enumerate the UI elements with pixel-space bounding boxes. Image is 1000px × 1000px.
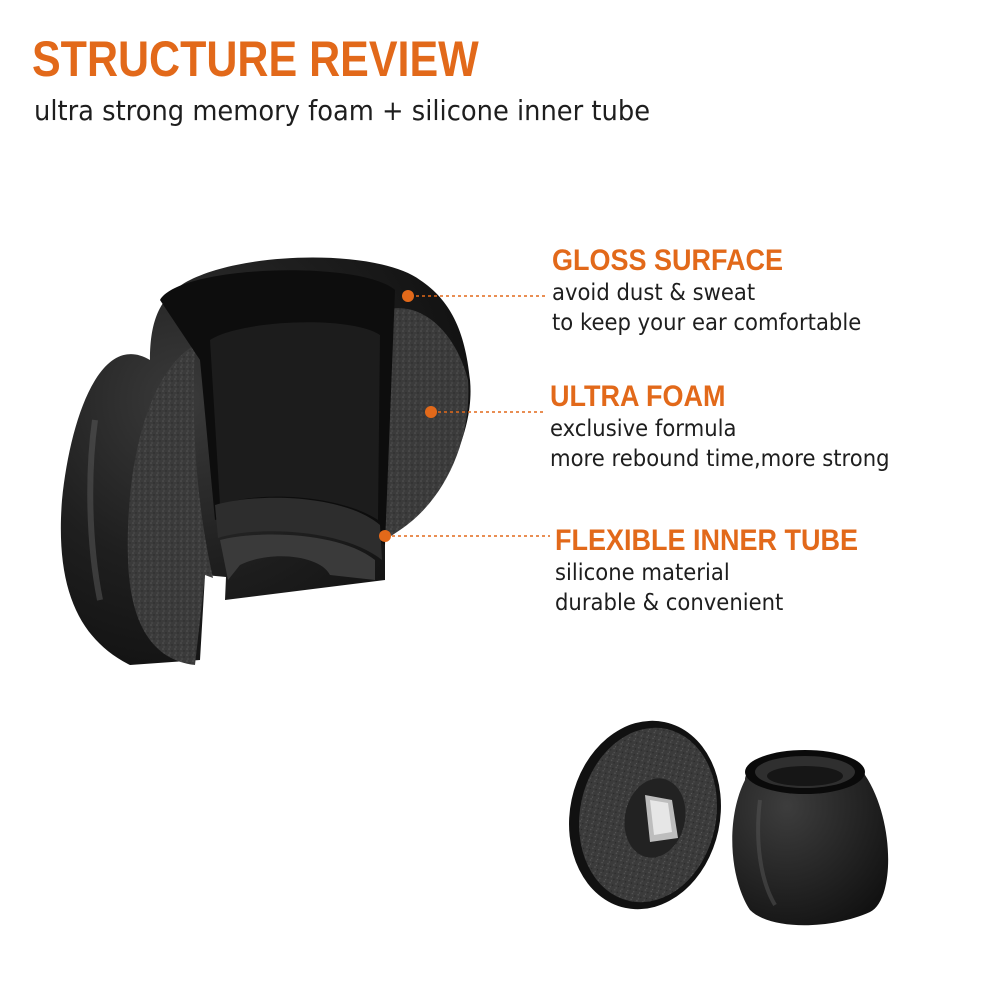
eartip-side	[732, 750, 889, 926]
foam-section-right	[385, 308, 469, 540]
callout-dot-tube	[379, 530, 391, 542]
feature-title: FLEXIBLE INNER TUBE	[555, 524, 859, 557]
cutaway-eartip	[60, 257, 471, 665]
feature-line: exclusive formula	[550, 416, 737, 442]
feature-line: more rebound time,more strong	[550, 446, 890, 472]
page-title: STRUCTURE REVIEW	[32, 31, 479, 87]
callout-dot-gloss	[402, 290, 414, 302]
feature-gloss-surface: GLOSS SURFACE avoid dust & sweat to keep…	[552, 244, 888, 338]
feature-title: ULTRA FOAM	[550, 380, 726, 413]
callout-lines	[379, 290, 550, 542]
feature-line: durable & convenient	[555, 590, 784, 616]
feature-line: to keep your ear comfortable	[552, 310, 862, 336]
eartip-underside	[569, 720, 721, 910]
callout-dot-foam	[425, 406, 437, 418]
foam-section-left	[127, 345, 213, 665]
page-subtitle: ultra strong memory foam + silicone inne…	[34, 94, 651, 127]
feature-line: avoid dust & sweat	[552, 280, 756, 306]
feature-line: silicone material	[555, 560, 730, 586]
feature-flexible-inner-tube: FLEXIBLE INNER TUBE silicone material du…	[555, 524, 892, 618]
feature-title: GLOSS SURFACE	[552, 244, 784, 277]
feature-ultra-foam: ULTRA FOAM exclusive formula more reboun…	[550, 380, 919, 474]
